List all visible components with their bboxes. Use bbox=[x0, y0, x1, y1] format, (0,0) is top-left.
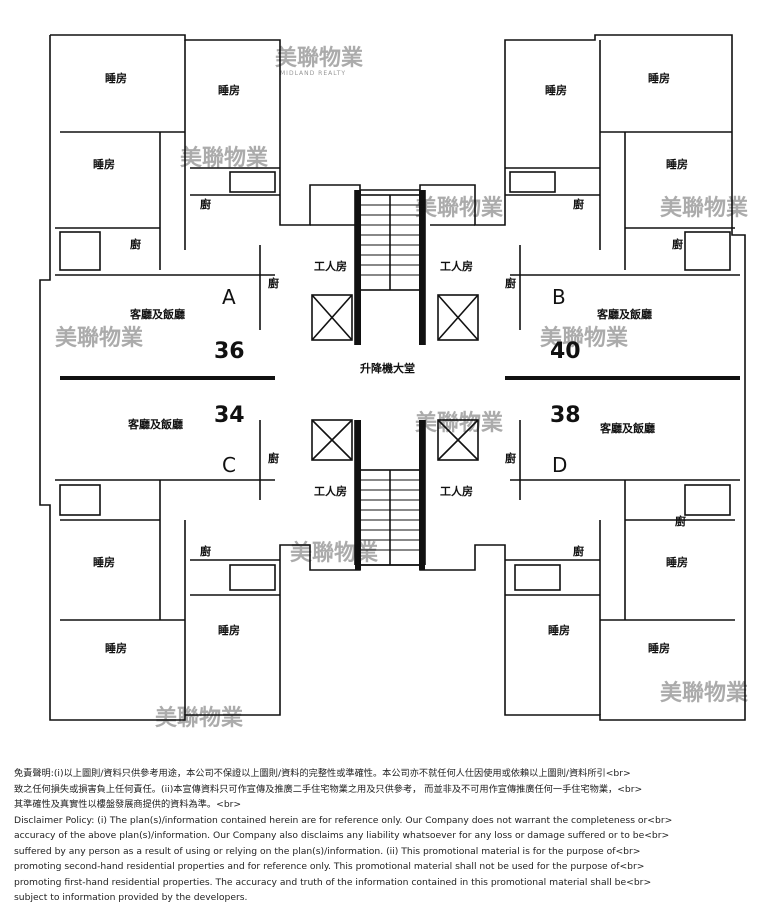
room-label-bedroom: 睡房 bbox=[218, 83, 240, 97]
floor-plan: 美聯物業 MIDLAND REALTY 美聯物業 美聯物業 美聯物業 美聯物業 … bbox=[39, 34, 749, 731]
room-label-bedroom: 睡房 bbox=[648, 641, 670, 655]
room-label-kitchen: 廚 bbox=[672, 237, 683, 251]
disclaimer: 免責聲明:(i)以上圖則/資料只供參考用途，本公司不保證以上圖則/資料的完整性或… bbox=[14, 766, 770, 906]
disclaimer-line: suffered by any person as a result of us… bbox=[14, 845, 641, 857]
room-label-living-dining: 客廳及飯廳 bbox=[599, 421, 655, 435]
room-label-kitchen: 廚 bbox=[200, 197, 211, 211]
room-label-bedroom: 睡房 bbox=[105, 71, 127, 85]
room-label-living-dining: 客廳及飯廳 bbox=[129, 307, 185, 321]
disclaimer-line: accuracy of the above plan(s)/informatio… bbox=[14, 830, 670, 841]
disclaimer-line: Disclaimer Policy: (i) The plan(s)/infor… bbox=[14, 814, 673, 826]
room-label-lift-lobby: 升降機大堂 bbox=[360, 361, 415, 375]
watermark-text: 美聯物業 bbox=[290, 540, 379, 566]
disclaimer-line: 免責聲明:(i)以上圖則/資料只供參考用途，本公司不保證以上圖則/資料的完整性或… bbox=[14, 768, 631, 779]
flat-number-a: 36 bbox=[214, 339, 245, 364]
room-label-kitchen: 廚 bbox=[130, 237, 141, 251]
watermark-text: 美聯物業 bbox=[155, 705, 244, 731]
room-label-bedroom: 睡房 bbox=[648, 71, 670, 85]
room-label-kitchen: 廚 bbox=[675, 514, 686, 528]
room-label-kitchen: 廚 bbox=[268, 276, 279, 290]
room-label-bedroom: 睡房 bbox=[93, 157, 115, 171]
disclaimer-line: promoting first-hand residential propert… bbox=[14, 876, 652, 888]
flat-number-b: 40 bbox=[550, 339, 581, 364]
watermark-text: 美聯物業 bbox=[55, 325, 144, 351]
room-label-servant: 工人房 bbox=[314, 259, 347, 273]
room-label-bedroom: 睡房 bbox=[666, 157, 688, 171]
flat-number-d: 38 bbox=[550, 403, 581, 428]
room-label-kitchen: 廚 bbox=[573, 197, 584, 211]
watermark-text: 美聯物業 bbox=[660, 195, 749, 221]
room-label-bedroom: 睡房 bbox=[666, 555, 688, 569]
watermark-text: 美聯物業 bbox=[275, 45, 364, 71]
room-label-bedroom: 睡房 bbox=[218, 623, 240, 637]
unit-letter-c: C bbox=[222, 453, 236, 477]
room-label-bedroom: 睡房 bbox=[93, 555, 115, 569]
room-label-kitchen: 廚 bbox=[200, 544, 211, 558]
room-label-kitchen: 廚 bbox=[573, 544, 584, 558]
room-label-living-dining: 客廳及飯廳 bbox=[596, 307, 652, 321]
watermark-group: 美聯物業 MIDLAND REALTY 美聯物業 美聯物業 美聯物業 美聯物業 … bbox=[55, 45, 749, 731]
watermark-text: 美聯物業 bbox=[540, 325, 629, 351]
watermark-text: 美聯物業 bbox=[180, 145, 269, 171]
unit-letter-a: A bbox=[222, 285, 236, 309]
unit-letter-d: D bbox=[552, 453, 567, 477]
room-label-servant: 工人房 bbox=[314, 484, 347, 498]
disclaimer-line: 其準確性及真實性以樓盤發展商提供的資料為準。<br> bbox=[14, 799, 242, 810]
unit-letter-b: B bbox=[552, 285, 566, 309]
room-label-kitchen: 廚 bbox=[268, 451, 279, 465]
watermark-text: 美聯物業 bbox=[415, 195, 504, 221]
room-label-bedroom: 睡房 bbox=[545, 83, 567, 97]
room-label-servant: 工人房 bbox=[440, 484, 473, 498]
disclaimer-line: subject to information provided by the d… bbox=[14, 892, 248, 903]
flat-number-c: 34 bbox=[214, 403, 245, 428]
watermark-text: 美聯物業 bbox=[415, 410, 504, 436]
room-label-bedroom: 睡房 bbox=[105, 641, 127, 655]
room-label-kitchen: 廚 bbox=[505, 451, 516, 465]
watermark-subtext: MIDLAND REALTY bbox=[280, 70, 346, 77]
disclaimer-line: promoting second-hand residential proper… bbox=[14, 861, 645, 872]
room-label-kitchen: 廚 bbox=[505, 276, 516, 290]
room-label-bedroom: 睡房 bbox=[548, 623, 570, 637]
watermark-text: 美聯物業 bbox=[660, 680, 749, 706]
room-label-servant: 工人房 bbox=[440, 259, 473, 273]
disclaimer-line: 致之任何損失或損害負上任何責任。(ii)本宣傳資料只可作宣傳及推廣二手住宅物業之… bbox=[14, 783, 643, 795]
room-label-living-dining: 客廳及飯廳 bbox=[127, 417, 183, 431]
